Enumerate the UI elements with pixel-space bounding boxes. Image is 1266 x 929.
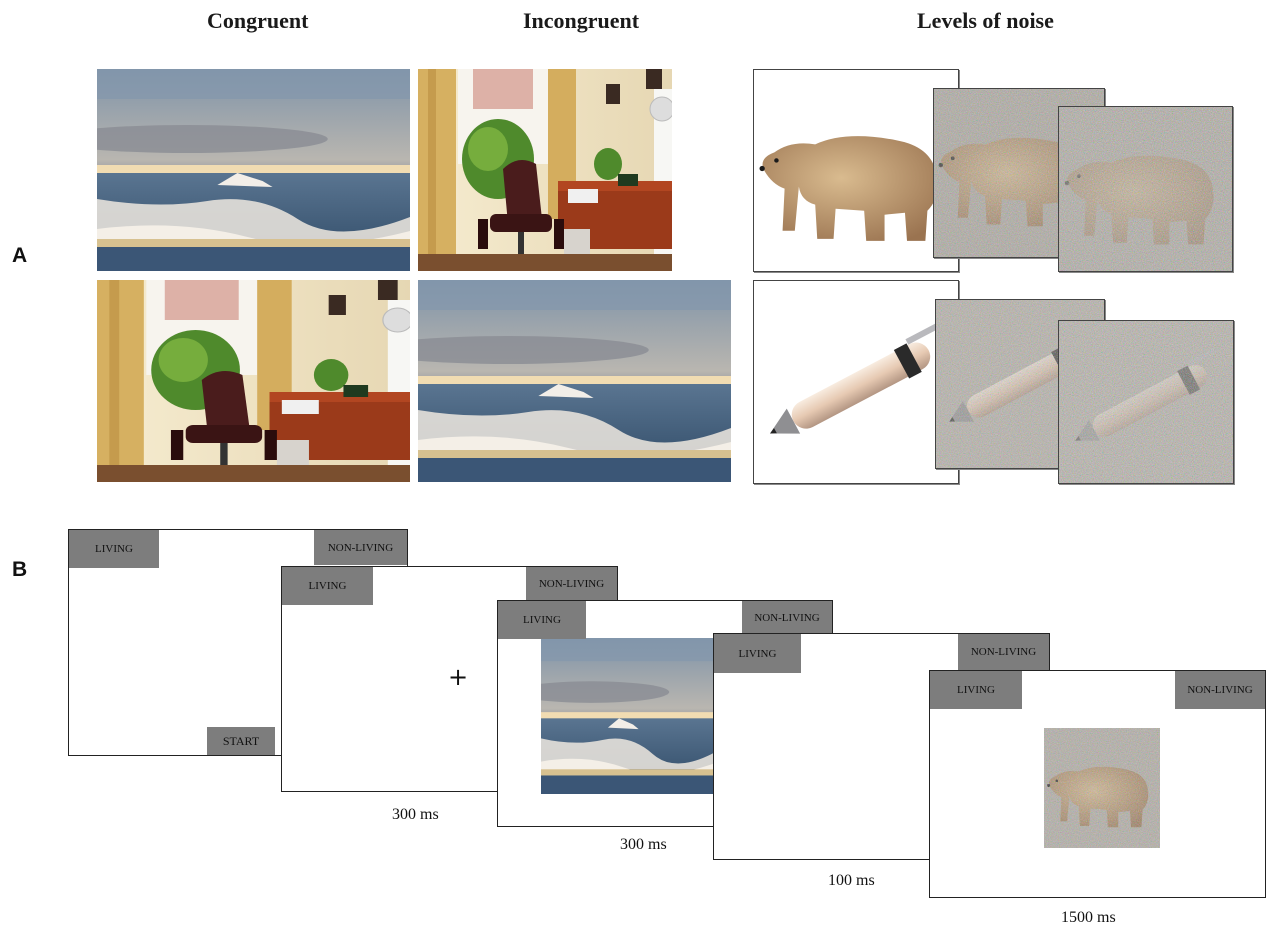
congruent-header: Congruent xyxy=(207,8,309,33)
congruent-office-scene xyxy=(97,280,410,482)
panel-a-letter: A xyxy=(12,244,28,267)
start-button[interactable]: START xyxy=(207,727,275,755)
bear-high-noise-image xyxy=(1058,106,1233,272)
scene-image xyxy=(541,638,715,794)
pen-high-noise-image xyxy=(1058,320,1234,484)
non-living-response-box: NON-LIVING xyxy=(742,601,832,635)
incongruent-polar-scene xyxy=(418,280,731,482)
living-response-box: LIVING xyxy=(714,634,801,673)
noisy-object-image xyxy=(1044,728,1160,848)
incongruent-office-scene xyxy=(418,69,672,271)
bear-clear-image xyxy=(753,69,959,272)
non-living-response-box: NON-LIVING xyxy=(314,530,407,565)
living-response-box: LIVING xyxy=(498,601,586,639)
blank-duration: 100 ms xyxy=(828,872,875,889)
noise-levels-header: Levels of noise xyxy=(917,8,1054,33)
pen-clear-image xyxy=(753,280,959,484)
trial-screen-object: LIVING NON-LIVING xyxy=(929,670,1266,898)
non-living-response-box: NON-LIVING xyxy=(526,567,617,600)
living-response-box: LIVING xyxy=(930,671,1022,709)
panel-b-letter: B xyxy=(12,558,28,581)
congruent-polar-scene xyxy=(97,69,410,271)
non-living-response-box: NON-LIVING xyxy=(958,634,1049,670)
living-response-box: LIVING xyxy=(282,567,373,605)
object-duration: 1500 ms xyxy=(1061,909,1116,926)
scene-duration: 300 ms xyxy=(620,836,667,853)
fixation-duration: 300 ms xyxy=(392,806,439,823)
living-response-box: LIVING xyxy=(69,530,159,568)
incongruent-header: Incongruent xyxy=(523,8,640,33)
non-living-response-box: NON-LIVING xyxy=(1175,671,1265,709)
fixation-cross: + xyxy=(448,663,469,691)
